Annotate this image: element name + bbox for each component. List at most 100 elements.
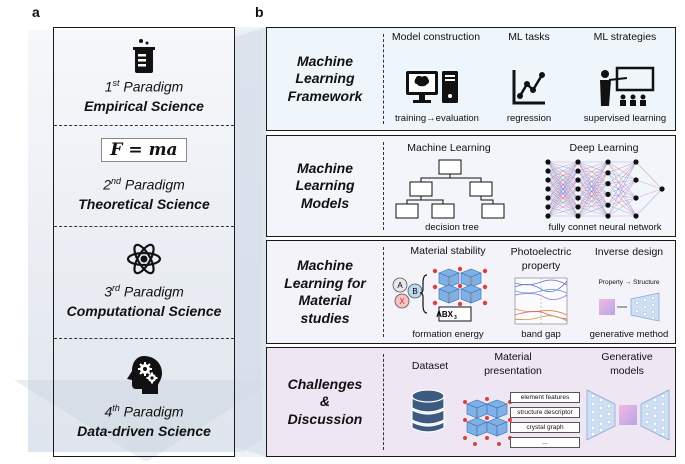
paradigm-ordinal: 2nd Paradigm <box>103 176 185 193</box>
item-label: ML strategies <box>593 31 657 43</box>
nn-edge <box>577 179 609 195</box>
panel-b-letter: b <box>255 4 264 20</box>
nn-edge <box>577 183 609 217</box>
item-caption: band gap <box>521 329 561 340</box>
nn-edge <box>635 161 663 190</box>
nn-edge <box>607 197 637 217</box>
ae-node <box>590 417 596 423</box>
nn-edge <box>547 161 579 190</box>
nn-edge <box>577 183 609 208</box>
nn-edge <box>577 194 609 217</box>
crystal-icon <box>463 397 512 446</box>
row-title: Challenges&Discussion <box>287 375 363 427</box>
nn-edge <box>607 161 637 217</box>
paradigm-3: 3rd Paradigm Computational Science <box>54 227 234 338</box>
line-chart-icon <box>512 70 545 105</box>
brain-gear-icon <box>127 356 162 394</box>
ae-node <box>598 397 604 403</box>
nn-node <box>545 213 551 219</box>
nn-node <box>633 177 639 183</box>
row-separator <box>383 34 384 124</box>
item-label: Generative models <box>601 351 653 377</box>
item-label: Photoelectric property <box>510 246 572 272</box>
nn-edge <box>607 179 637 206</box>
feature-tag: crystal graph <box>510 422 580 433</box>
nn-edge <box>607 172 637 199</box>
ae-node <box>644 403 650 409</box>
nn-edge <box>547 161 579 181</box>
nn-edge <box>547 188 579 217</box>
nn-edge <box>607 179 637 184</box>
item-label: Material stability <box>410 245 486 257</box>
nn-node <box>605 159 611 165</box>
item-caption: training→evaluation <box>395 113 479 124</box>
ae-node <box>652 427 658 433</box>
paradigm-4: 4th Paradigm Data-driven Science <box>54 339 234 457</box>
ae-node <box>652 421 658 427</box>
nn-edge <box>577 172 609 199</box>
item-label: Material presentation <box>484 351 542 377</box>
nn-node <box>575 159 581 165</box>
ae-node <box>652 405 658 411</box>
nn-edge <box>577 170 609 195</box>
database-icon <box>411 389 445 433</box>
nn-edge <box>547 170 579 217</box>
nn-edge <box>607 179 637 217</box>
divider <box>54 338 234 339</box>
ae-node <box>660 431 666 437</box>
nn-edge <box>547 161 579 208</box>
item-label: ML tasks <box>508 31 550 43</box>
nn-node <box>575 213 581 219</box>
paradigm-name: Computational Science <box>66 302 222 319</box>
ae-node <box>590 425 596 431</box>
nn-edge <box>607 194 637 199</box>
paradigm-1: 1st Paradigm Empirical Science <box>54 28 234 125</box>
nn-node <box>633 159 639 165</box>
nn-node <box>605 213 611 219</box>
nn-edge <box>547 197 579 217</box>
nn-node <box>545 186 551 192</box>
nn-node <box>605 202 611 208</box>
nn-edge <box>547 161 579 217</box>
generative-icon <box>599 292 660 322</box>
nn-node <box>605 181 611 187</box>
nn-edge <box>577 183 609 190</box>
ae-node <box>598 413 604 419</box>
item-label: Deep Learning <box>569 142 639 154</box>
feature-tag: structure descriptor <box>510 407 580 418</box>
atom-a-label: A <box>397 281 403 290</box>
nn-edge <box>577 161 609 181</box>
connector-wedge <box>235 27 267 457</box>
nn-edge <box>577 172 609 217</box>
feature-tag: element features <box>510 392 580 403</box>
nn-edge <box>607 161 637 199</box>
ae-node <box>644 419 650 425</box>
atom-x-label: X <box>399 297 405 306</box>
nn-node <box>575 195 581 201</box>
nn-node <box>633 213 639 219</box>
item-caption: formation energy <box>412 329 484 340</box>
ae-node <box>590 431 596 437</box>
nn-edge <box>635 188 663 217</box>
nn-edge <box>577 170 609 174</box>
item-label: Inverse design <box>594 246 664 258</box>
nn-edge <box>577 172 609 181</box>
timeline-arrow <box>14 30 264 462</box>
nn-edge <box>577 194 609 199</box>
ae-node <box>660 425 666 431</box>
nn-node <box>605 170 611 176</box>
nn-edge <box>607 161 637 181</box>
formula-subscript: 3 <box>454 315 457 321</box>
item-label: Machine Learning <box>407 142 491 154</box>
nn-edge <box>577 204 609 217</box>
nn-node <box>545 204 551 210</box>
nn-edge <box>577 161 609 172</box>
row-challenges: Challenges&Discussion Dataset Material p… <box>266 347 676 457</box>
nn-node <box>545 159 551 165</box>
nn-edge <box>607 183 637 199</box>
row-separator <box>383 354 384 450</box>
